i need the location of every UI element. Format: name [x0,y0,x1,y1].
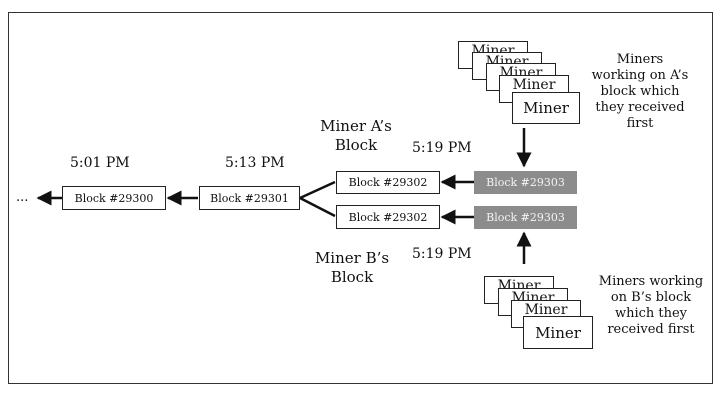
block-29300: Block #29300 [62,186,166,210]
chain-ellipsis: ... [16,190,29,205]
miner-a-block-label: Miner A’s Block [320,117,392,154]
fork-line-a [299,180,336,200]
time-label-29302-a: 5:19 PM [412,140,472,156]
time-label-29300: 5:01 PM [70,155,130,171]
miner-card-bottom-front: Miner [523,316,593,349]
block-29303-b: Block #29303 [474,206,577,229]
fork-line-b [299,196,336,218]
block-29302-a: Block #29302 [336,171,440,194]
miner-b-block-label: Miner B’s Block [314,249,390,286]
time-label-29302-b: 5:19 PM [412,246,472,262]
miners-top-description: Miners working on A’s block which they r… [591,52,689,131]
block-29301: Block #29301 [199,186,300,210]
time-label-29301: 5:13 PM [225,155,285,171]
block-29302-b: Block #29302 [336,205,440,229]
miners-bottom-description: Miners working on B’s block which they r… [598,274,704,337]
block-29303-a: Block #29303 [474,171,577,194]
miner-card-top-front: Miner [512,92,580,124]
